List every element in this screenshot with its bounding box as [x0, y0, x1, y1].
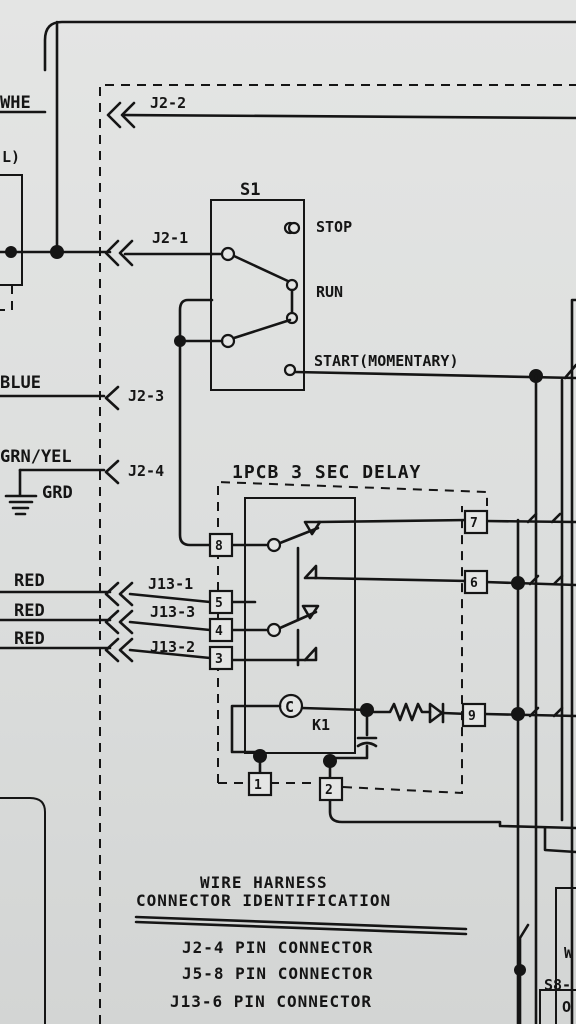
label-red-2: RED [14, 601, 45, 621]
right-bus-wires [516, 298, 576, 1024]
legend-title-2: CONNECTOR IDENTIFICATION [136, 891, 391, 910]
lower-right-boxes [514, 887, 576, 1024]
junction-dot [50, 245, 64, 259]
pin-box-7: 7 [463, 509, 489, 535]
junction-dot [174, 335, 186, 347]
svg-text:1: 1 [254, 778, 262, 793]
switch-s1-box [210, 199, 305, 391]
wire-s1-to-pin8 [174, 298, 224, 547]
label-k1: K1 [312, 716, 330, 734]
junction-dot [253, 749, 267, 763]
label-j2-4: J2-4 [128, 462, 164, 480]
relay-coil-k1 [230, 693, 378, 760]
label-grn-yel: GRN/YEL [0, 447, 72, 467]
label-j13-1: J13-1 [148, 575, 193, 593]
contact-ring [266, 622, 282, 638]
label-w: W [564, 944, 574, 962]
wire-j2-1 [0, 239, 214, 267]
contact-ring [283, 363, 297, 377]
junction-dot [514, 964, 526, 976]
harness-boundary [99, 84, 576, 1024]
label-s8: S8- [544, 976, 571, 994]
legend-underline [134, 915, 468, 936]
wire-j2-2 [0, 101, 576, 129]
wire-j13-3 [0, 609, 212, 635]
svg-text:8: 8 [215, 539, 223, 554]
legend-row-1: J2-4 PIN CONNECTOR [182, 938, 373, 957]
junction-dot [511, 707, 525, 721]
legend-row-2: J5-8 PIN CONNECTOR [182, 964, 373, 983]
pin-box-3: 3 [208, 645, 234, 671]
pin-box-4: 4 [208, 617, 234, 643]
wire-j13-1 [0, 581, 212, 607]
lower-left-box [0, 797, 46, 1024]
pin-box-1: 1 [247, 771, 273, 797]
label-whe: WHE [0, 93, 31, 113]
label-j13-2: J13-2 [150, 638, 195, 656]
svg-text:4: 4 [215, 624, 223, 639]
pin-box-6: 6 [463, 569, 489, 595]
pin-box-5: 5 [208, 589, 234, 615]
legend-title-1: WIRE HARNESS [200, 873, 328, 892]
wire-j2-4 [18, 459, 120, 497]
label-s1: S1 [240, 180, 260, 200]
svg-text:6: 6 [470, 576, 478, 591]
label-o: O [562, 998, 571, 1016]
pin-box-9: 9 [461, 702, 487, 728]
label-j13-3: J13-3 [150, 603, 195, 621]
ground-icon [4, 494, 38, 516]
label-pcb-title: 1PCB 3 SEC DELAY [232, 462, 421, 483]
label-j2-3: J2-3 [128, 387, 164, 405]
label-red-1: RED [14, 571, 45, 591]
label-blue: BLUE [0, 373, 41, 393]
label-coil: C [285, 698, 294, 716]
junction-dot [360, 703, 374, 717]
label-j2-2: J2-2 [150, 94, 186, 112]
label-run: RUN [316, 283, 343, 301]
label-start: START(MOMENTARY) [314, 352, 459, 370]
pin-box-8: 8 [208, 532, 234, 558]
svg-text:5: 5 [215, 596, 223, 611]
pcb-right-wires [483, 512, 576, 721]
label-grd: GRD [42, 483, 73, 503]
contact-ring [220, 333, 236, 349]
svg-text:2: 2 [325, 783, 333, 798]
stop-marker [287, 221, 301, 235]
relay-contact-lower [230, 600, 320, 667]
contact-ring [266, 537, 282, 553]
label-l: L) [2, 148, 20, 166]
pcb-boundary [217, 480, 488, 795]
label-red-3: RED [14, 629, 45, 649]
pin-box-2: 2 [318, 776, 344, 802]
wire-j13-2 [0, 637, 212, 663]
svg-text:3: 3 [215, 652, 223, 667]
svg-text:9: 9 [468, 709, 476, 724]
legend-row-3: J13-6 PIN CONNECTOR [170, 992, 372, 1011]
wire-j2-3 [0, 385, 120, 411]
contact-ring [220, 246, 236, 262]
junction-dot [5, 246, 17, 258]
label-j2-1: J2-1 [152, 229, 188, 247]
junction-dot [323, 754, 337, 768]
left-component-box [0, 174, 23, 311]
pcb-inner-box [244, 497, 356, 754]
top-bus-wire [43, 20, 576, 254]
label-stop: STOP [316, 218, 352, 236]
resistor-diode [372, 702, 470, 724]
pcb-bottom-wires [253, 749, 576, 854]
contact-ring [285, 278, 299, 292]
junction-dot [511, 576, 525, 590]
svg-text:7: 7 [470, 516, 478, 531]
relay-contact-upper [230, 518, 470, 622]
